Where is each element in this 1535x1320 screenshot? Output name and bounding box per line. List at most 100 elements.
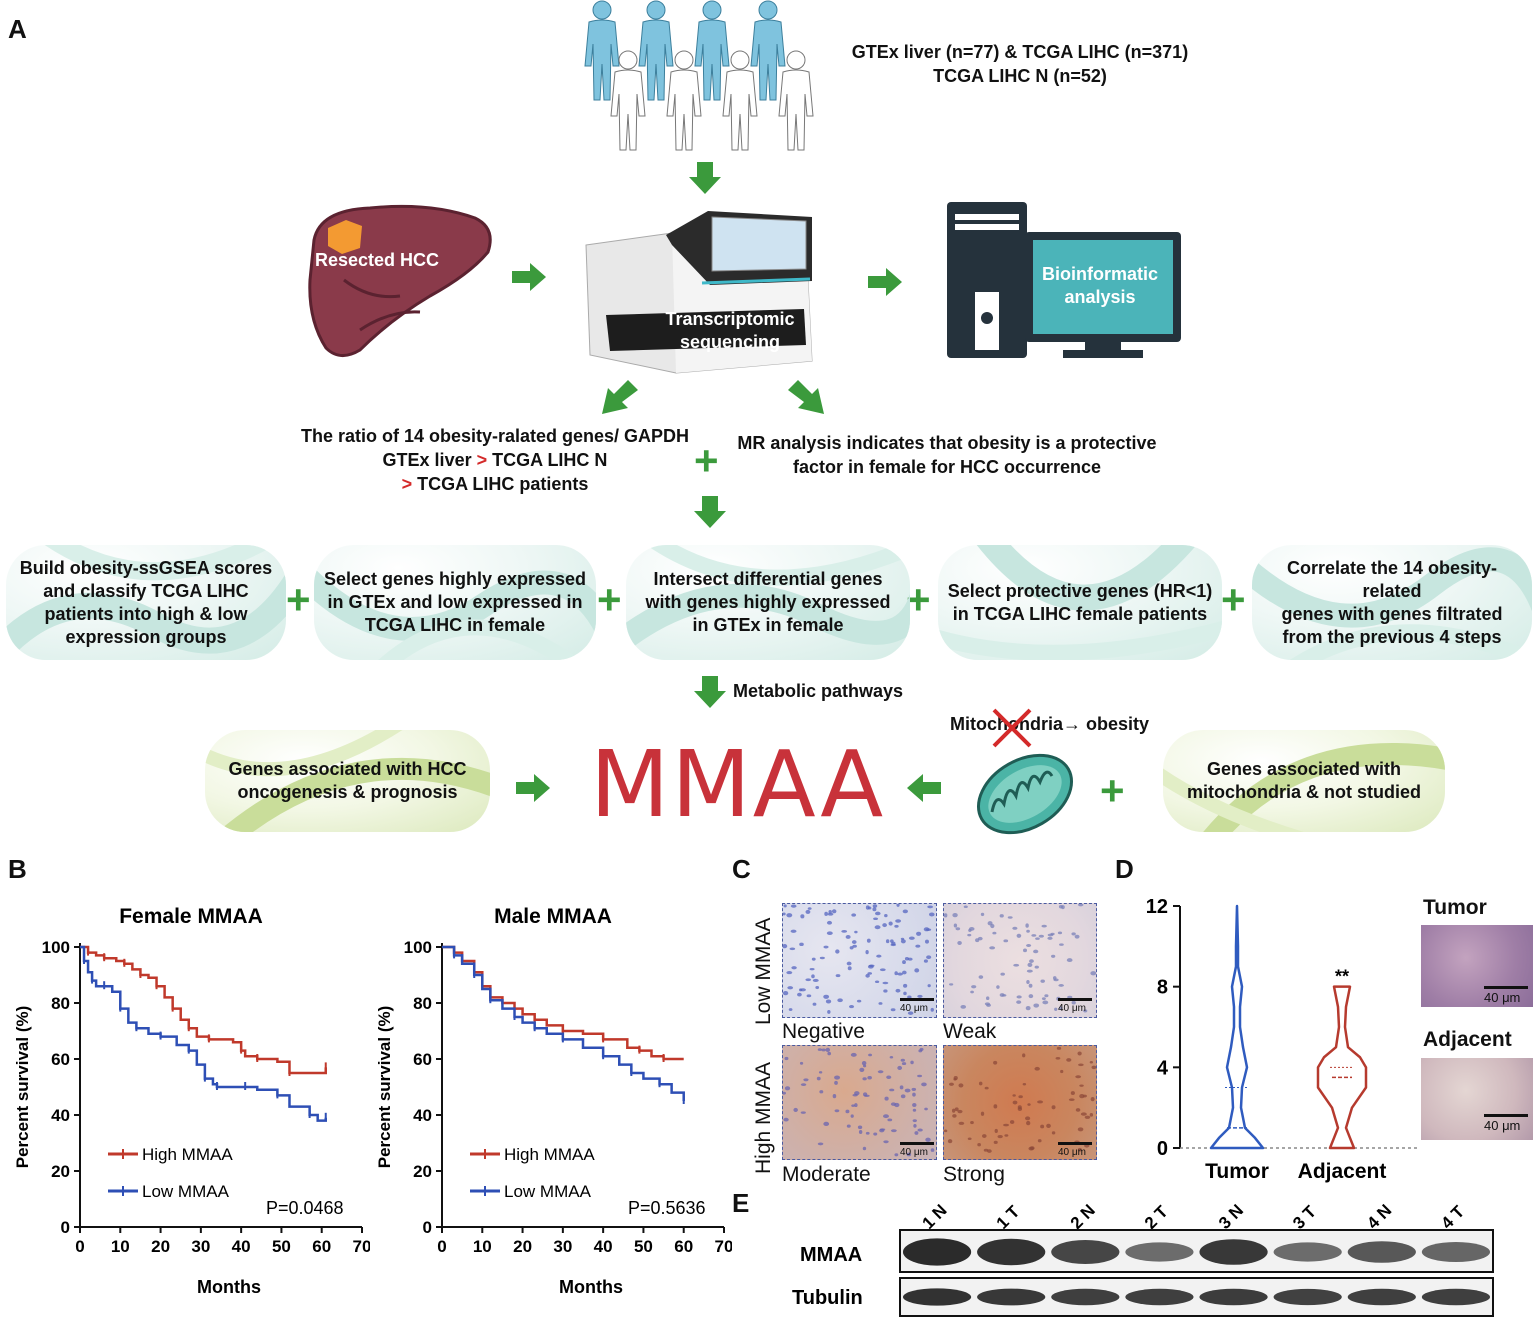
- nucleus: [889, 1088, 895, 1092]
- nucleus: [899, 1085, 904, 1090]
- nucleus: [1053, 978, 1059, 982]
- scale-bar-c3: [900, 1142, 934, 1145]
- nucleus: [793, 1107, 798, 1113]
- ratio-line-2b: TCGA LIHC N: [487, 450, 608, 470]
- nucleus: [999, 914, 1004, 918]
- nucleus: [1075, 1075, 1082, 1079]
- nucleus: [1077, 1127, 1084, 1132]
- lane-label: 2 N: [1067, 1201, 1099, 1233]
- scale-bar-adjacent: [1484, 1114, 1528, 1117]
- x-tick-label: 40: [232, 1237, 251, 1256]
- arrow-down-left: [602, 380, 638, 414]
- computer-line-2: analysis: [1064, 287, 1136, 307]
- nucleus: [875, 911, 881, 916]
- nucleus: [947, 1139, 953, 1144]
- nucleus: [872, 907, 877, 912]
- ihc-row1-text: Low MMAA: [752, 917, 775, 1025]
- nucleus: [1051, 954, 1056, 958]
- nucleus: [904, 1088, 911, 1093]
- ihc-row-label-low: Low MMAA: [752, 905, 782, 1025]
- nucleus: [819, 1090, 824, 1094]
- sequencer-icon: [585, 211, 813, 374]
- y-tick-label: 60: [413, 1050, 432, 1069]
- nucleus: [837, 998, 843, 1003]
- nucleus: [904, 956, 909, 961]
- nucleus: [862, 1146, 867, 1151]
- nucleus: [960, 1005, 967, 1009]
- cohort-line-2: TCGA LIHC N (n=52): [933, 66, 1107, 86]
- nucleus: [914, 968, 920, 973]
- step-2-line-3: TCGA LIHC in female: [364, 615, 546, 635]
- nucleus: [917, 994, 923, 998]
- nucleus: [1031, 934, 1037, 937]
- nucleus: [1026, 980, 1030, 985]
- nucleus: [863, 1092, 868, 1097]
- nucleus: [900, 1094, 906, 1099]
- nucleus: [823, 945, 829, 949]
- nucleus: [967, 933, 972, 937]
- x-axis-label: Months: [197, 1277, 261, 1297]
- step-5-line-2: genes with genes filtrated: [1281, 603, 1503, 624]
- nucleus: [800, 914, 805, 919]
- step-5-line-1: Correlate the 14 obesity-related: [1286, 557, 1498, 601]
- nucleus: [907, 1011, 914, 1015]
- nucleus: [799, 1061, 804, 1065]
- plus-icon-5: +: [1221, 576, 1246, 623]
- nucleus: [851, 1104, 855, 1107]
- x-tick-label: 20: [151, 1237, 170, 1256]
- nucleus: [824, 911, 828, 916]
- nucleus: [852, 944, 857, 948]
- legend-label: Low MMAA: [504, 1182, 592, 1201]
- nucleus: [1066, 1058, 1072, 1062]
- nucleus: [1046, 1123, 1051, 1128]
- nucleus: [883, 1114, 889, 1119]
- step-3-line-2: with genes highly expressed: [645, 592, 891, 612]
- ratio-gt-2: >: [401, 474, 413, 494]
- grade-strong: Strong: [943, 1163, 1005, 1186]
- nucleus: [847, 966, 852, 971]
- mmaa-band: [1347, 1241, 1416, 1263]
- y-tick-label: 40: [51, 1106, 70, 1125]
- nucleus: [890, 1008, 896, 1012]
- violin-y-tick-label: 8: [1157, 977, 1168, 999]
- tubulin-band: [1421, 1288, 1491, 1306]
- scale-text-c4: 40 μm: [1058, 1147, 1086, 1158]
- nucleus: [977, 936, 983, 941]
- nucleus: [834, 1109, 840, 1113]
- nucleus: [1077, 1051, 1082, 1056]
- step-box-3: Intersect differential genes with genes …: [626, 545, 910, 660]
- lane-label: 1 N: [918, 1201, 950, 1233]
- nucleus: [970, 1121, 974, 1125]
- nucleus: [783, 904, 787, 908]
- nucleus: [882, 981, 889, 985]
- nucleus: [823, 1121, 830, 1127]
- metabolic-pathways-label: Metabolic pathways: [733, 681, 904, 701]
- nucleus: [1037, 1139, 1042, 1143]
- mitochondria-icon: [976, 753, 1074, 835]
- nucleus: [926, 955, 932, 960]
- nucleus: [782, 912, 786, 916]
- step-2-line-2: in GTEx and low expressed in: [327, 592, 583, 612]
- nucleus: [1025, 923, 1029, 928]
- nucleus: [874, 925, 881, 930]
- nucleus: [835, 974, 841, 978]
- nucleus: [874, 980, 880, 984]
- nucleus: [825, 999, 832, 1004]
- nucleus: [894, 1153, 899, 1157]
- nucleus: [911, 1087, 917, 1091]
- ihc-row-label-high: High MMAA: [752, 1050, 782, 1175]
- y-tick-label: 100: [42, 938, 70, 957]
- side-tumor-label: Tumor: [1423, 896, 1487, 919]
- nucleus: [1089, 1113, 1094, 1117]
- nucleus: [989, 946, 996, 950]
- tubulin-band: [1051, 1288, 1120, 1306]
- sequencer-label: Transcriptomic sequencing: [640, 308, 820, 354]
- nucleus: [849, 1005, 855, 1009]
- nucleus: [923, 927, 930, 932]
- nucleus: [954, 1107, 959, 1112]
- nucleus: [996, 985, 1000, 989]
- nucleus: [1025, 1005, 1031, 1011]
- nucleus: [943, 1129, 948, 1133]
